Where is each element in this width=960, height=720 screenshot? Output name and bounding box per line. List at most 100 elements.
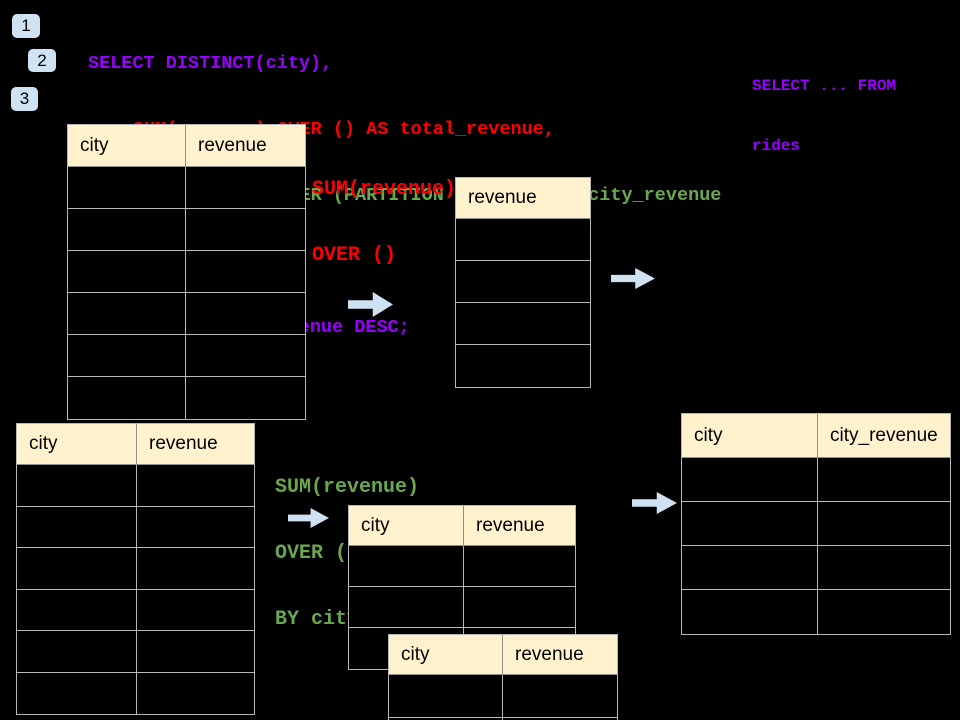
- table-row: [456, 303, 590, 345]
- column-header-revenue: revenue: [503, 635, 617, 675]
- table-cell: [17, 589, 137, 631]
- table-cell: [17, 548, 137, 590]
- table-cell: [68, 209, 186, 251]
- column-header-revenue: revenue: [464, 506, 575, 546]
- table-cell: [68, 335, 186, 377]
- right-arrow-icon: [632, 492, 677, 514]
- table-cell: [464, 546, 575, 587]
- table-row: [68, 335, 305, 377]
- table-cell: [68, 377, 186, 419]
- table-total-revenue-result: revenue: [455, 177, 591, 388]
- table-cell: [464, 587, 575, 628]
- column-header-city: city: [68, 125, 186, 167]
- table-cell: [137, 673, 254, 715]
- table-row: [682, 458, 950, 502]
- table-cell: [17, 465, 137, 507]
- table-cell: [68, 167, 186, 209]
- table-row: [17, 589, 254, 631]
- table-cell: [818, 458, 950, 502]
- table-row: [17, 672, 254, 715]
- column-header-city: city: [17, 424, 137, 465]
- table-row: [349, 546, 575, 587]
- table-row: [68, 167, 305, 209]
- annotation-line: OVER (): [312, 244, 397, 267]
- annotation-line: SUM(revenue): [275, 476, 420, 499]
- table-cell: [818, 546, 950, 590]
- table-row: [349, 587, 575, 628]
- table-cell: [68, 293, 186, 335]
- column-header-revenue: revenue: [137, 424, 254, 465]
- column-header-city: city: [389, 635, 503, 675]
- table-cell: [456, 261, 590, 303]
- table-cell: [137, 507, 254, 548]
- table-cell: [186, 293, 305, 335]
- annotation-line: SUM(revenue): [312, 178, 457, 201]
- annotation-total-revenue: SUM(revenue) OVER (): [312, 135, 456, 311]
- table-cell: [137, 465, 254, 507]
- table-cell: [682, 458, 818, 502]
- table-cell: [349, 587, 464, 628]
- table-cell: [186, 167, 305, 209]
- table-row: [17, 631, 254, 673]
- table-cell: [503, 675, 617, 718]
- table-cell: [456, 219, 590, 261]
- side-note-select-from: SELECT ... FROM rides: [752, 36, 896, 196]
- column-header-city_revenue: city_revenue: [818, 414, 950, 458]
- table-row: [68, 377, 305, 419]
- table-row: [68, 251, 305, 293]
- side-note-line-1: SELECT ... FROM: [752, 77, 897, 95]
- table-cell: [186, 209, 305, 251]
- table-row: [682, 502, 950, 546]
- table-cell: [17, 672, 137, 714]
- table-cell: [682, 502, 818, 546]
- table-cell: [456, 303, 590, 345]
- column-header-revenue: revenue: [186, 125, 305, 167]
- table-cell: [682, 546, 818, 590]
- table-row: [456, 261, 590, 303]
- table-cell: [818, 502, 950, 546]
- table-row: [389, 675, 617, 718]
- table-cell: [68, 251, 186, 293]
- table-cell: [456, 345, 590, 387]
- column-header-revenue: revenue: [456, 178, 590, 219]
- table-cell: [186, 251, 305, 293]
- table-cell: [137, 590, 254, 631]
- table-row: [682, 590, 950, 634]
- table-row: [68, 293, 305, 335]
- column-header-city: city: [682, 414, 818, 458]
- table-cell: [389, 718, 503, 720]
- step-badge-1: 1: [12, 14, 40, 38]
- table-cell: [137, 631, 254, 673]
- table-cell: [186, 335, 305, 377]
- table-row: [17, 506, 254, 548]
- table-row: [17, 548, 254, 590]
- table-row: [456, 345, 590, 387]
- column-header-city: city: [349, 506, 464, 546]
- table-cell: [137, 548, 254, 590]
- table-row: [456, 219, 590, 261]
- table-cell: [682, 590, 818, 634]
- step-badge-2: 2: [28, 49, 56, 72]
- table-row: [68, 209, 305, 251]
- table-header-row: revenue: [456, 178, 590, 219]
- table-cell: [349, 546, 464, 587]
- step-badge-3: 3: [11, 87, 38, 111]
- table-cell: [186, 377, 305, 419]
- table-row: [682, 546, 950, 590]
- table-cell: [17, 631, 137, 673]
- table-cell: [17, 506, 137, 548]
- table-cell: [818, 590, 950, 634]
- table-row: [389, 718, 617, 720]
- sql-line-select: SELECT DISTINCT(city),: [88, 53, 333, 74]
- table-cell: [389, 675, 503, 718]
